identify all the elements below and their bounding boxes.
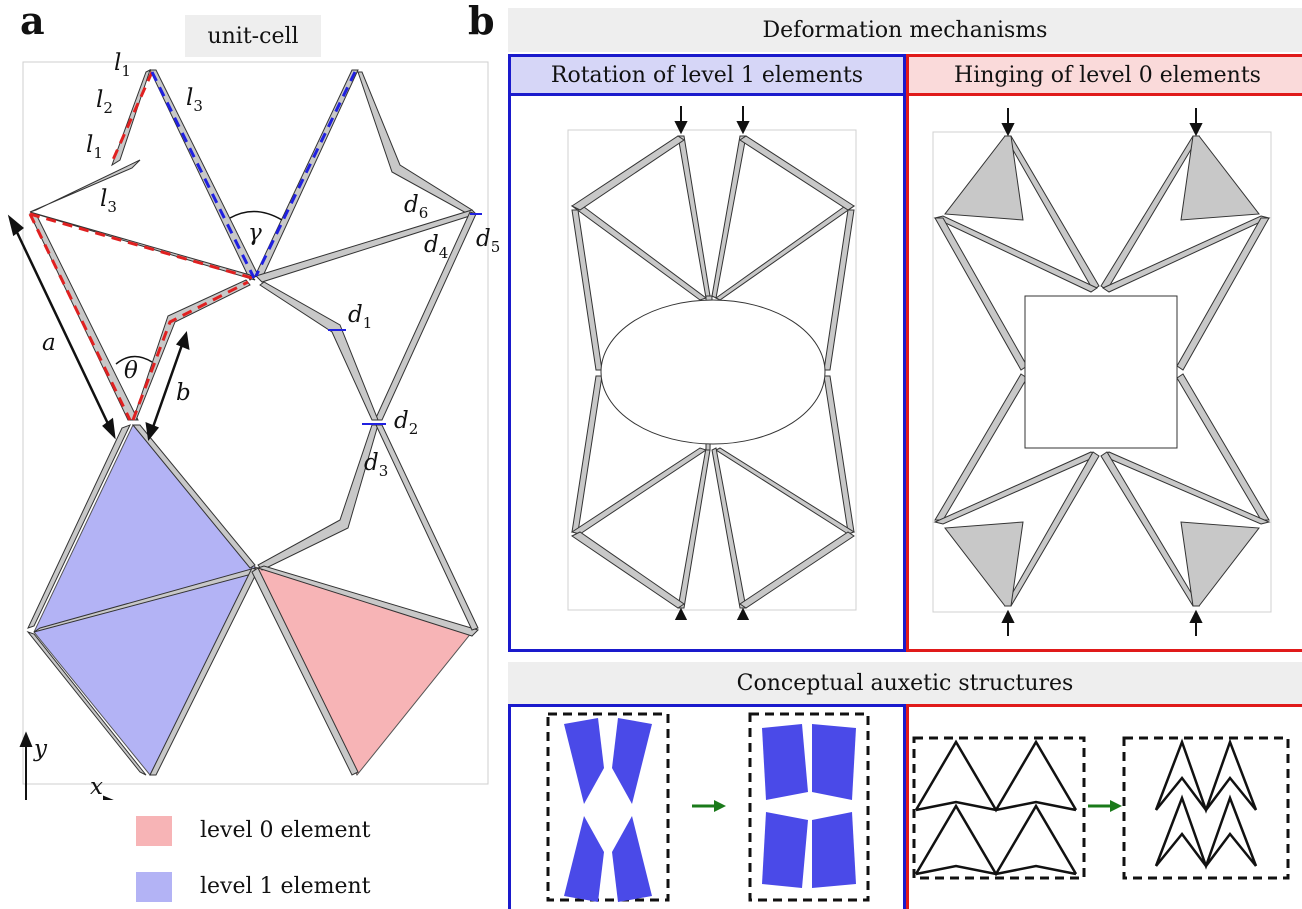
conceptual-hinging <box>912 736 1290 880</box>
bar <box>29 159 141 213</box>
dashed-red-path <box>131 280 249 421</box>
label-d4: d4 <box>424 232 448 262</box>
bar <box>251 567 359 776</box>
bar <box>257 424 379 571</box>
unit-cell-frame <box>22 61 489 785</box>
label-d3: d3 <box>364 450 388 480</box>
label-b: b <box>176 380 191 406</box>
bar <box>259 281 379 421</box>
dim-b-arrow <box>150 341 185 431</box>
bar <box>255 209 477 283</box>
legend-swatch-level1 <box>136 872 172 902</box>
label-l2: l2 <box>96 87 113 117</box>
bar <box>149 69 259 281</box>
panel-a-letter: a <box>20 0 45 43</box>
label-l3-top: l3 <box>186 85 203 115</box>
label-l1-top: l1 <box>114 50 131 80</box>
bar <box>256 565 479 637</box>
theta-arc <box>115 355 153 365</box>
label-d6: d6 <box>404 192 428 222</box>
bar <box>33 567 256 633</box>
conceptual-blue-frame <box>508 704 906 909</box>
unit-cell-label: unit-cell <box>185 15 321 57</box>
legend-label-level0: level 0 element <box>200 818 371 843</box>
legend-label-level1: level 1 element <box>200 874 371 899</box>
conceptual-rotation <box>546 712 870 902</box>
hinging-structure <box>932 108 1272 636</box>
conceptual-red-frame <box>906 704 1302 909</box>
label-gamma: γ <box>248 220 262 246</box>
unit-cell-diagram: l1 l2 l3 l1 l3 a b θ γ d1 d2 d3 d4 d5 d6… <box>7 50 500 800</box>
label-theta: θ <box>124 358 138 384</box>
bar <box>131 424 256 569</box>
label-d1: d1 <box>348 302 372 332</box>
conceptual-header: Conceptual auxetic structures <box>508 662 1302 704</box>
deformation-header: Deformation mechanisms <box>508 8 1302 52</box>
rotation-structure <box>567 106 857 620</box>
legend-swatch-level0 <box>136 816 172 846</box>
label-x: x <box>90 774 103 800</box>
label-a: a <box>42 330 56 356</box>
label-l3-low: l3 <box>100 186 117 216</box>
dashed-blue-path <box>254 71 357 277</box>
dashed-red-path <box>29 212 253 280</box>
label-d5: d5 <box>476 226 500 256</box>
bar <box>27 424 131 629</box>
bar <box>26 630 147 776</box>
hinging-title: Hinging of level 0 elements <box>906 54 1302 96</box>
panel-b-letter: b <box>468 0 495 43</box>
rotation-title: Rotation of level 1 elements <box>508 54 906 96</box>
label-y: y <box>33 736 48 762</box>
dim-a-arrow <box>12 225 112 429</box>
dashed-red-path <box>28 213 132 421</box>
gamma-arc <box>229 210 283 221</box>
label-l1-mid: l1 <box>86 132 103 162</box>
label-d2: d2 <box>394 408 418 438</box>
dashed-blue-path <box>150 71 256 279</box>
bar <box>375 424 479 631</box>
bar <box>132 279 251 421</box>
